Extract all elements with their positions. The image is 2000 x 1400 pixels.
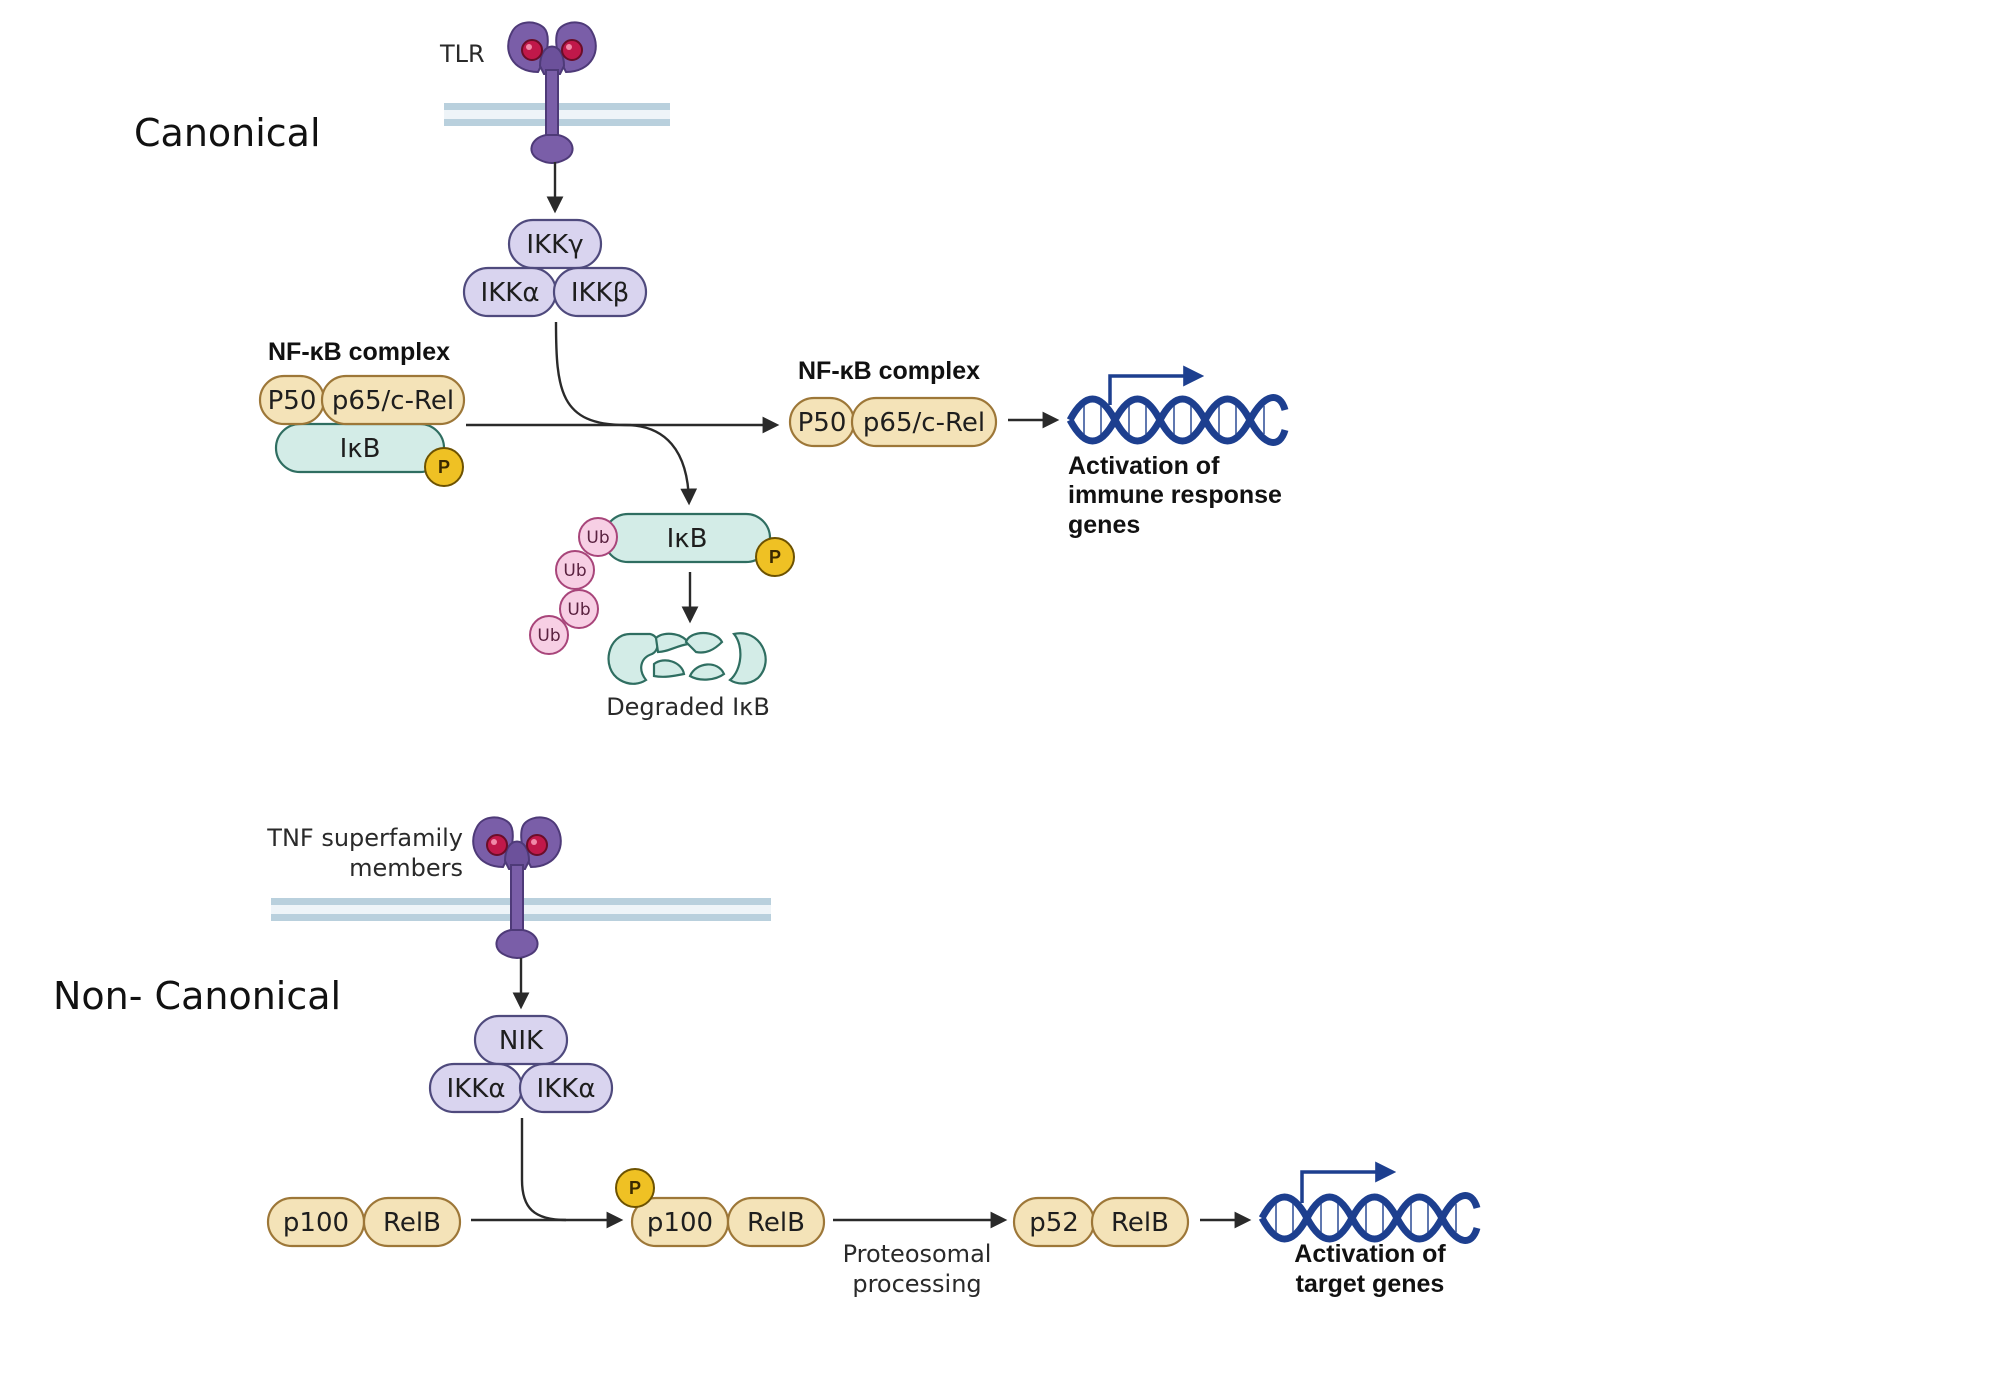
nik-shape <box>473 1014 569 1066</box>
relb-label: RelB <box>383 1208 441 1238</box>
ub-ikb-phosphate-label: P <box>769 547 781 567</box>
released-p65-shape <box>850 396 998 448</box>
nik-label: NIK <box>499 1026 544 1056</box>
arrow-ikk-to-ikb <box>554 321 698 506</box>
tnf-label-line-2: members <box>349 854 463 882</box>
p100-label: p100 <box>283 1208 349 1238</box>
p52-relb-complex: p52 RelB <box>1012 1196 1190 1248</box>
degraded-ikb-fragments-icon <box>607 631 767 685</box>
ubiquitin-label: Ub <box>563 561 586 581</box>
released-p65-label: p65/c-Rel <box>863 408 985 438</box>
activation-immune-line-3: genes <box>1068 511 1140 539</box>
ikk-beta-shape <box>552 266 648 318</box>
transcription-start-icon <box>1108 365 1205 405</box>
ikka-left-label: IKKα <box>447 1074 506 1104</box>
relb-shape <box>362 1196 462 1248</box>
ikk-alpha-label: IKKα <box>481 278 540 308</box>
p52-relb-shape <box>1090 1196 1190 1248</box>
ubiquitin-label: Ub <box>567 600 590 620</box>
p100-relb-complex: p100 RelB <box>266 1196 462 1248</box>
ubiquitin-icon <box>578 517 618 557</box>
noncanonical-title: Non- Canonical <box>53 974 341 1018</box>
ubiquitin-label: Ub <box>586 528 609 548</box>
phospho-relb-shape <box>726 1196 826 1248</box>
activation-target-line-2: target genes <box>1296 1270 1445 1298</box>
phosphate-icon <box>424 447 464 487</box>
transcription-start-icon <box>1300 1161 1397 1203</box>
ikk-beta-label: IKKβ <box>571 278 629 308</box>
released-p50-label: P50 <box>798 408 847 438</box>
p50-label: P50 <box>268 386 317 416</box>
phospho-relb-label: RelB <box>747 1208 805 1238</box>
nfkb-complex-label: NF-κB complex <box>268 338 450 366</box>
processing-label-line-1: Proteosomal <box>843 1240 992 1268</box>
ubiquitin-icon <box>529 615 569 655</box>
phospho-p100-relb-complex: p100 RelB P <box>615 1168 826 1248</box>
dna-helix-icon <box>1262 1196 1477 1241</box>
ikka-right-shape <box>518 1062 614 1114</box>
phosphate-label: P <box>438 457 450 477</box>
ubiquitinated-ikb: IκB P Ub Ub Ub Ub <box>529 512 795 655</box>
ub-ikb-phosphate-icon <box>755 537 795 577</box>
ub-ikb-label: IκB <box>667 524 708 554</box>
degraded-ikb-label: Degraded IκB <box>606 693 770 721</box>
activation-target-line-1: Activation of <box>1294 1240 1446 1268</box>
p65-shape <box>320 374 466 426</box>
dna-helix-icon <box>1070 398 1285 443</box>
activation-immune-line-1: Activation of <box>1068 452 1220 480</box>
p65-label: p65/c-Rel <box>332 386 454 416</box>
processing-label-line-2: processing <box>852 1270 981 1298</box>
p100-phosphate-icon <box>615 1168 655 1208</box>
p52-label: p52 <box>1029 1208 1079 1238</box>
nfkb-ikb-complex: IκB P50 p65/c-Rel P <box>258 374 466 487</box>
tnf-receptor-icon <box>472 816 562 959</box>
ikka-right-label: IKKα <box>537 1074 596 1104</box>
arrow-ikka-to-p100 <box>520 1118 567 1222</box>
ikk-gamma-label: IKKγ <box>526 230 583 260</box>
released-nfkb-complex: P50 p65/c-Rel <box>788 396 998 448</box>
ubiquitin-icon <box>555 550 595 590</box>
activation-immune-line-2: immune response <box>1068 481 1282 509</box>
p100-phosphate-label: P <box>629 1178 641 1198</box>
tnf-label-line-1: TNF superfamily <box>266 824 463 852</box>
ikb-label: IκB <box>340 434 381 464</box>
ikk-complex: IKKγ IKKα IKKβ <box>462 218 648 318</box>
nik-complex: NIK IKKα IKKα <box>428 1014 614 1114</box>
tlr-label: TLR <box>439 40 485 68</box>
ikk-gamma-shape <box>507 218 603 270</box>
ubiquitin-icon <box>559 589 599 629</box>
tlr-receptor-icon <box>507 21 597 164</box>
p52-relb-label: RelB <box>1111 1208 1169 1238</box>
ubiquitin-label: Ub <box>537 626 560 646</box>
canonical-title: Canonical <box>134 111 321 155</box>
phospho-p100-label: p100 <box>647 1208 713 1238</box>
released-complex-label: NF-κB complex <box>798 357 980 385</box>
